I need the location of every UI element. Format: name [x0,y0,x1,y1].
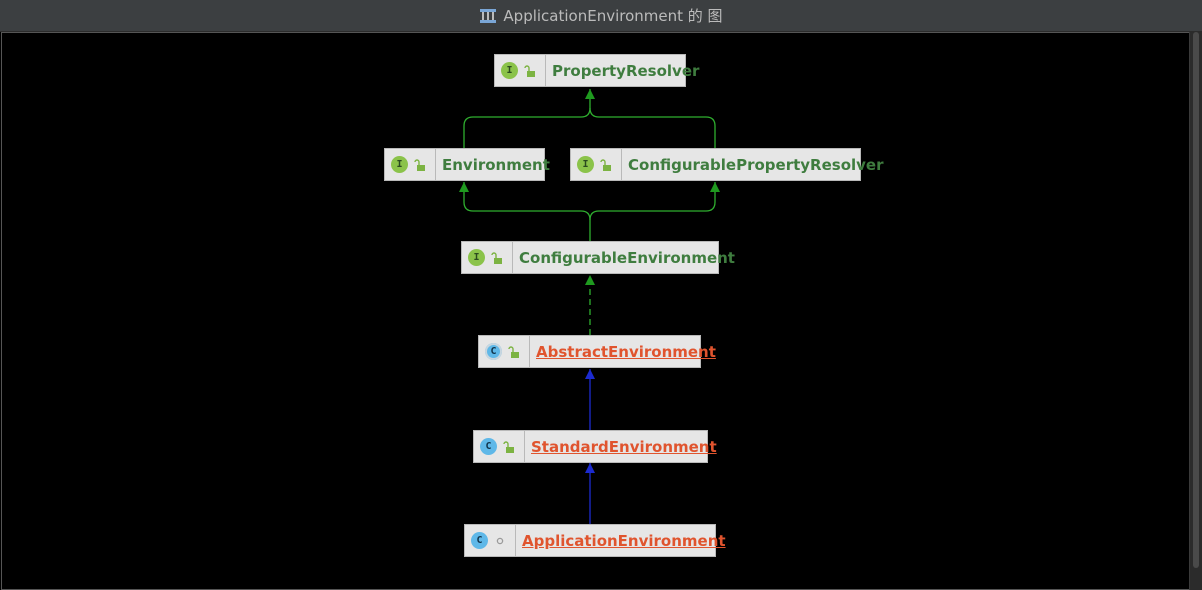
node-configurable-property-resolver[interactable]: I ConfigurablePropertyResolver [570,148,884,181]
scrollbar-thumb[interactable] [1193,32,1199,568]
interface-icon: I [577,156,594,173]
unlocked-icon [414,158,425,171]
node-application-environment[interactable]: C ApplicationEnvironment [464,524,726,557]
vertical-scrollbar[interactable] [1189,32,1202,590]
node-abstract-environment[interactable]: C AbstractEnvironment [478,335,716,368]
node-label: ApplicationEnvironment [522,531,726,550]
package-private-icon [496,537,504,544]
unlocked-icon [508,345,519,358]
edge-environment-to-property-resolver [463,89,595,148]
diagram-canvas[interactable] [1,32,1190,590]
node-label: PropertyResolver [552,61,700,80]
class-icon: C [471,532,488,549]
window-title: ApplicationEnvironment 的 图 [503,7,723,25]
node-label: Environment [442,155,550,174]
edge-configurable-property-resolver-to-property-resolver [589,107,716,148]
unlocked-icon [503,440,514,453]
node-environment[interactable]: I Environment [384,148,550,181]
abstract-class-icon: C [485,343,502,360]
node-label: StandardEnvironment [531,437,717,456]
node-configurable-environment[interactable]: I ConfigurableEnvironment [461,241,735,274]
node-property-resolver[interactable]: I PropertyResolver [494,54,699,87]
interface-icon: I [468,249,485,266]
edge-configurable-environment-to-configurable-property-resolver [589,182,720,221]
node-label: AbstractEnvironment [536,342,716,361]
window-title-bar: ApplicationEnvironment 的 图 [0,0,1202,32]
unlocked-icon [600,158,611,171]
interface-icon: I [501,62,518,79]
class-icon: C [480,438,497,455]
node-label: ConfigurableEnvironment [519,248,735,267]
diagram-icon [480,8,497,23]
node-label: ConfigurablePropertyResolver [628,155,884,174]
unlocked-icon [491,251,502,264]
edge-configurable-environment-to-environment [459,182,591,241]
unlocked-icon [524,64,535,77]
node-standard-environment[interactable]: C StandardEnvironment [473,430,717,463]
interface-icon: I [391,156,408,173]
